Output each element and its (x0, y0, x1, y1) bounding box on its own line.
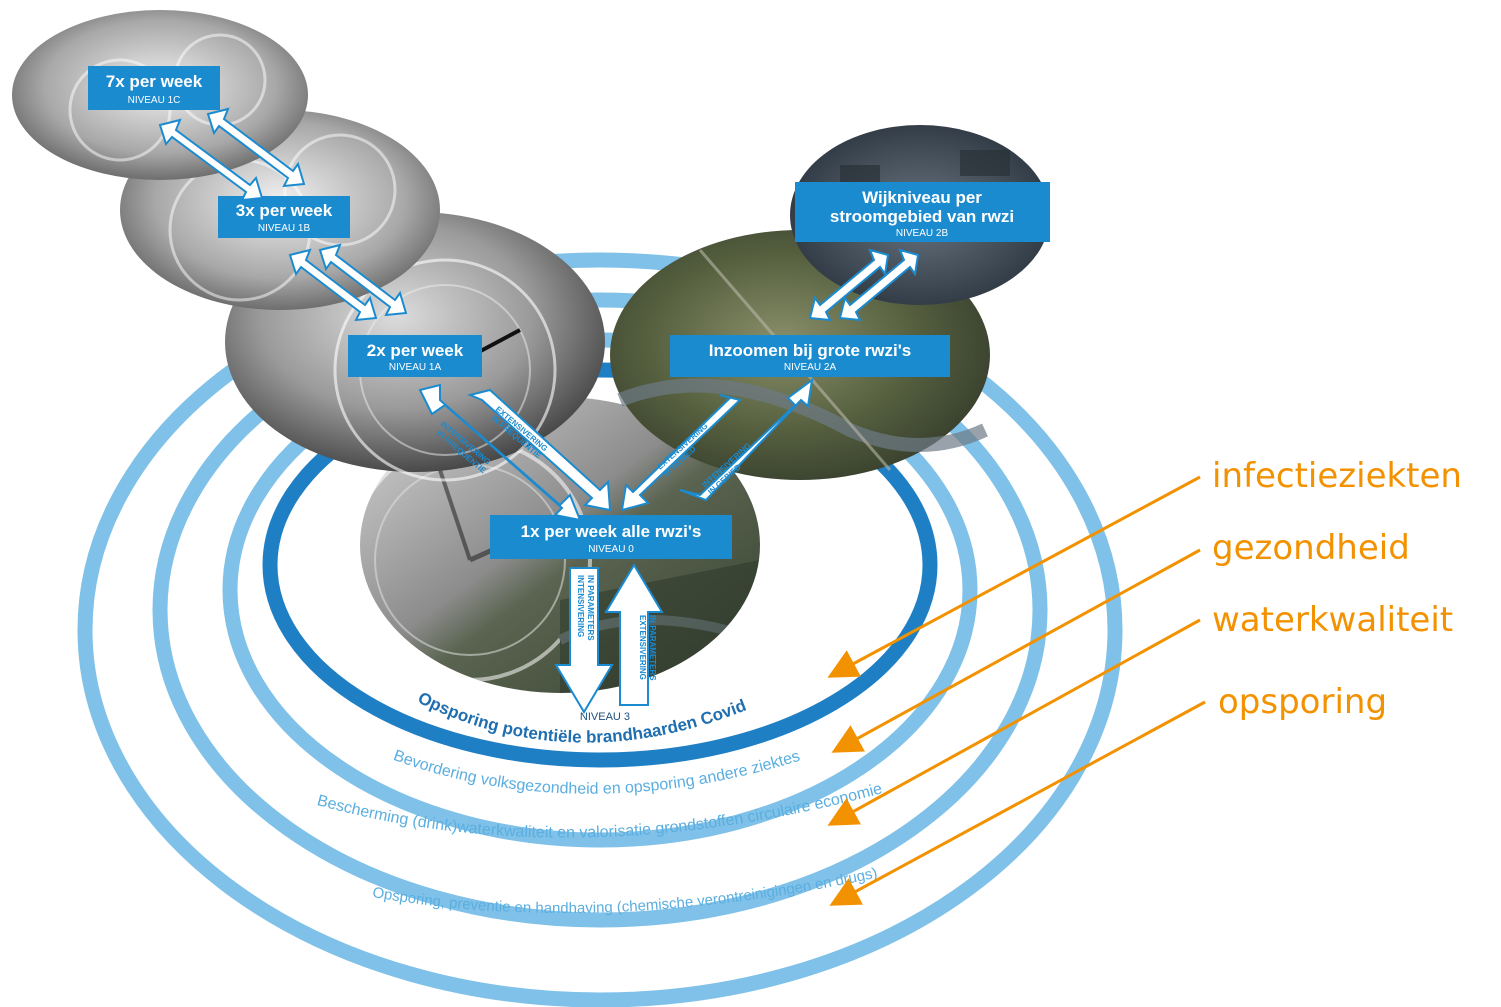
side-label-gezondheid: gezondheid (1212, 528, 1410, 568)
pointer-gezondheid (831, 548, 1201, 753)
niveau-3-label: NIVEAU 3 (580, 711, 630, 723)
level-1b-code: NIVEAU 1B (258, 223, 311, 234)
level-1a-code: NIVEAU 1A (389, 362, 442, 373)
arrow-1c-1b (158, 107, 306, 202)
level-2b-title-line1: Wijkniveau per (862, 188, 982, 207)
pointer-waterkwaliteit (827, 618, 1201, 826)
level-1c-code: NIVEAU 1C (128, 95, 181, 106)
arrow-label-intensivering-parameters-2: IN PARAMETERS (586, 575, 595, 641)
level-0-title: 1x per week alle rwzi's (521, 522, 702, 541)
level-2b-title-line2: stroomgebied van rwzi (830, 207, 1014, 226)
side-label-waterkwaliteit: waterkwaliteit (1212, 600, 1454, 640)
level-1b-title: 3x per week (236, 201, 333, 220)
arrow-label-extensivering-parameters-2: IN PARAMETERS (648, 615, 657, 681)
label-niveau-1b: 3x per week NIVEAU 1B (218, 196, 350, 238)
level-2a-code: NIVEAU 2A (784, 362, 837, 373)
arrow-2b-2a (808, 248, 920, 322)
level-1c-title: 7x per week (106, 72, 203, 91)
ring-3 (152, 292, 1048, 928)
ring-4 (77, 252, 1123, 1007)
ring-label-4: Opsporing, preventie en handhaving (chem… (371, 865, 879, 917)
label-niveau-2b: Wijkniveau per stroomgebied van rwzi NIV… (795, 182, 1050, 242)
label-niveau-0: 1x per week alle rwzi's NIVEAU 0 (490, 515, 732, 559)
arrow-label-intensivering-parameters-1: INTENSIVERING (576, 575, 585, 637)
arrow-intensivering-parameters: INTENSIVERING IN PARAMETERS (554, 567, 614, 714)
pointer-opsporing (829, 700, 1206, 906)
label-niveau-1c: 7x per week NIVEAU 1C (88, 66, 220, 110)
arrow-extensivering-parameters: EXTENSIVERING IN PARAMETERS (604, 563, 664, 706)
label-niveau-1a: 2x per week NIVEAU 1A (348, 335, 482, 377)
arrow-label-extensivering-parameters-1: EXTENSIVERING (638, 615, 647, 680)
level-1a-title: 2x per week (367, 341, 464, 360)
pointer-infectieziekten (827, 475, 1201, 678)
level-2a-title: Inzoomen bij grote rwzi's (709, 341, 911, 360)
level-2b-code: NIVEAU 2B (896, 228, 949, 239)
level-0-code: NIVEAU 0 (588, 544, 634, 555)
label-niveau-2a: Inzoomen bij grote rwzi's NIVEAU 2A (670, 335, 950, 377)
arrow-1b-1a (288, 243, 408, 322)
side-label-opsporing: opsporing (1218, 682, 1388, 722)
side-label-infectieziekten: infectieziekten (1212, 456, 1462, 496)
